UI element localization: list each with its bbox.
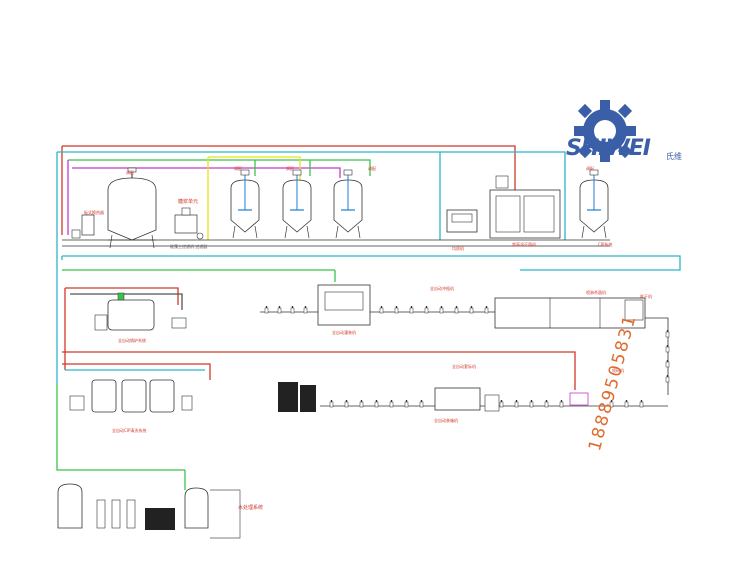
label-boiler-tank: 调配 — [126, 170, 134, 175]
label-boiler-system: 全自动锅炉系统 — [118, 338, 146, 343]
storage-tank — [579, 169, 609, 239]
boiler-system — [94, 292, 187, 331]
plate-heat-exchanger — [71, 214, 95, 239]
mixing-tank-2 — [282, 169, 312, 239]
labeler-machine — [569, 392, 589, 406]
label-labeler: 全自动装箱机 — [434, 418, 458, 423]
label-filter: 硅藻土过滤机 过滤器 — [170, 244, 208, 249]
blending-tank-main — [107, 167, 157, 249]
label-cip-system: 全自动CIP清洗系统 — [112, 428, 147, 433]
label-plate-heat: 板式换热器 — [84, 210, 104, 215]
label-bottle-washer: 全自动冲瓶机 — [430, 286, 454, 291]
mixing-tank-1 — [230, 169, 260, 239]
mixing-tank-3 — [333, 169, 363, 239]
label-mix-tank-3: 调配 — [368, 166, 376, 171]
cip-cleaning-system — [69, 379, 193, 413]
label-water-treatment: 水处理系统 — [238, 505, 264, 511]
water-treatment-system — [57, 483, 209, 530]
tunnel-sterilizer — [494, 297, 646, 329]
label-uht: 超高温灭菌机 — [512, 242, 536, 247]
label-cip: CIP系统 — [598, 242, 613, 247]
label-storage-tank: 调配 — [586, 166, 594, 171]
pipelines — [56, 145, 681, 539]
label-capper: 全自动灌装机 — [332, 330, 356, 335]
syrup-unit — [174, 207, 204, 240]
label-dryer: 吹干机 — [640, 294, 652, 299]
homogenizer-machine — [446, 209, 478, 233]
label-tunnel: 喷淋杀菌机 — [586, 290, 606, 295]
label-inkjet: 喷码机 — [612, 368, 624, 373]
case-stack — [278, 382, 316, 412]
label-mix-tank-1: 调配 — [234, 166, 242, 171]
label-mix-tank-2: 调配 — [286, 166, 294, 171]
bottle-washer-machine — [317, 284, 371, 326]
uht-sterilizer — [489, 175, 561, 239]
brand-name: SHIWEI — [566, 136, 651, 161]
gear-logo-icon — [574, 100, 636, 162]
label-shrink-wrap: 全自动套标机 — [452, 364, 476, 369]
label-syrup-unit: 糖浆单元 — [178, 199, 199, 205]
brand-name-cn: 氏维 — [666, 152, 682, 161]
shrink-wrap-machine — [434, 387, 500, 412]
label-homogenizer: 均质机 — [452, 246, 464, 251]
